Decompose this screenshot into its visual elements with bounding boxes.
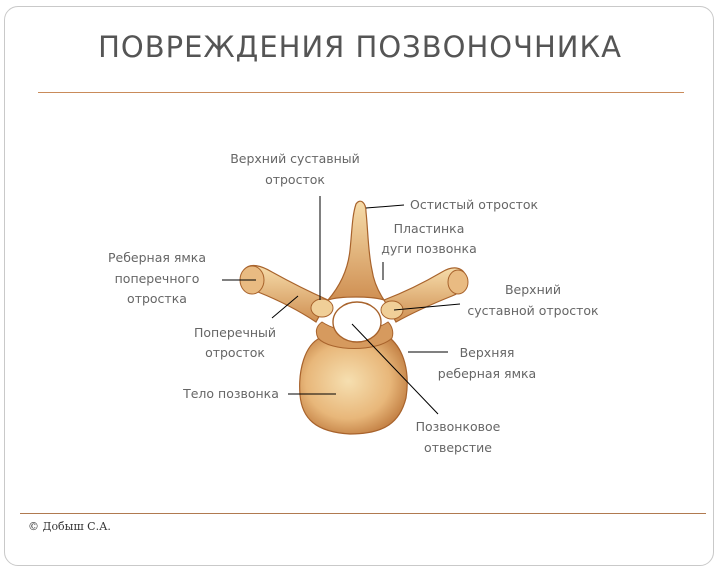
right-costal-facet-shape xyxy=(447,269,469,295)
right-superior-articular-shape xyxy=(380,300,404,320)
leader-superior-articular-right xyxy=(393,303,461,311)
label-lamina-line2: дуги позвонка xyxy=(381,241,477,256)
label-costal-facet-tp-line1: Реберная ямка xyxy=(108,250,206,265)
label-superior-articular-right-line1: Верхний xyxy=(505,282,561,297)
label-vertebral-foramen-line2: отверстие xyxy=(424,440,492,455)
label-costal-facet-tp-line2: поперечного xyxy=(115,271,200,286)
label-superior-articular-left-line2: отросток xyxy=(265,172,325,187)
label-vertebral-foramen-line1: Позвонковое xyxy=(416,419,501,434)
label-lamina-line1: Пластинка xyxy=(394,221,465,236)
label-spinous-process: Остистый отросток xyxy=(410,197,539,212)
label-superior-articular-left-line1: Верхний суставный xyxy=(230,151,360,166)
label-transverse-process-line1: Поперечный xyxy=(194,325,276,340)
label-vertebral-body: Тело позвонка xyxy=(182,386,279,401)
vertebra-diagram: Верхний суставный отросток Остистый отро… xyxy=(108,151,599,455)
footer-credit: © Добыш С.А. xyxy=(28,520,111,533)
leader-vertebral-foramen xyxy=(351,323,439,415)
spinous-process-shape xyxy=(326,200,386,302)
label-transverse-process-line2: отросток xyxy=(205,345,265,360)
title-divider xyxy=(38,92,684,93)
leader-transverse-process xyxy=(271,295,299,319)
label-superior-costal-facet-line2: реберная ямка xyxy=(438,366,536,381)
label-superior-costal-facet-line1: Верхняя xyxy=(460,345,515,360)
footer-divider xyxy=(20,513,706,514)
left-superior-articular-shape xyxy=(310,298,334,318)
page-title: ПОВРЕЖДЕНИЯ ПОЗВОНОЧНИКА xyxy=(98,30,622,64)
label-superior-articular-right-line2: суставной отросток xyxy=(467,303,599,318)
vertebral-foramen-shape xyxy=(332,301,382,343)
vertebral-body-shape xyxy=(299,337,408,435)
leader-spinous-process xyxy=(365,204,405,209)
label-costal-facet-tp-line3: отростка xyxy=(127,291,187,306)
